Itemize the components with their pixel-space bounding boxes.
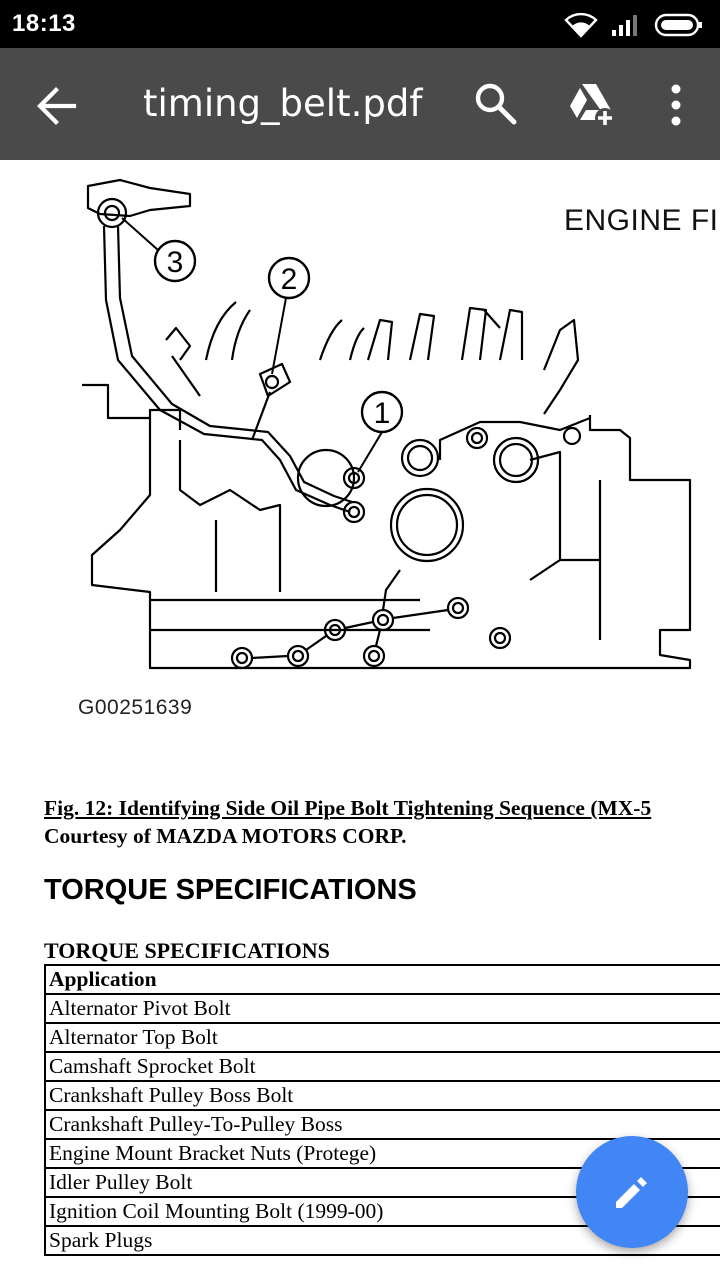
battery-icon	[654, 13, 702, 37]
engine-diagram: 3 2 1	[82, 178, 692, 670]
table-row: Alternator Top Bolt	[44, 1022, 720, 1053]
callout-2: 2	[267, 256, 311, 300]
section-heading: TORQUE SPECIFICATIONS	[44, 874, 417, 906]
document-title: timing_belt.pdf	[143, 82, 423, 125]
edit-pencil-icon	[616, 1177, 647, 1208]
diagram-label: ENGINE FI	[564, 204, 719, 237]
table-header-row: Application	[44, 964, 720, 995]
more-vert-icon[interactable]	[660, 82, 692, 128]
svg-text:3: 3	[167, 246, 184, 279]
table-header-application: Application	[44, 964, 720, 995]
table-row: Alternator Pivot Bolt	[44, 993, 720, 1024]
signal-icon	[612, 15, 637, 36]
drive-add-icon[interactable]	[566, 82, 616, 128]
figure-caption: Fig. 12: Identifying Side Oil Pipe Bolt …	[44, 796, 652, 820]
status-bar: 18:13	[0, 0, 720, 48]
callout-1: 1	[360, 390, 404, 434]
pdf-page[interactable]: 3 2 1 ENGINE FI G00251639 Fig. 12: Ident…	[0, 160, 720, 1280]
table-cell: Crankshaft Pulley Boss Bolt	[44, 1080, 720, 1111]
status-icons	[564, 10, 704, 40]
callout-3: 3	[153, 239, 197, 283]
svg-text:1: 1	[374, 397, 391, 430]
figure-courtesy: Courtesy of MAZDA MOTORS CORP.	[44, 824, 407, 848]
table-cell: Alternator Top Bolt	[44, 1022, 720, 1053]
back-arrow-icon[interactable]	[34, 84, 78, 128]
table-cell: Camshaft Sprocket Bolt	[44, 1051, 720, 1082]
table-cell: Crankshaft Pulley-To-Pulley Boss	[44, 1109, 720, 1140]
wifi-icon	[564, 12, 598, 38]
search-icon[interactable]	[474, 82, 518, 126]
table-row: Camshaft Sprocket Bolt	[44, 1051, 720, 1082]
figure-id: G00251639	[78, 696, 193, 719]
table-row: Crankshaft Pulley Boss Bolt	[44, 1080, 720, 1111]
edit-fab-button[interactable]	[576, 1136, 688, 1248]
app-bar: timing_belt.pdf	[0, 48, 720, 160]
table-row: Crankshaft Pulley-To-Pulley Boss	[44, 1109, 720, 1140]
status-time: 18:13	[12, 10, 76, 37]
table-title: TORQUE SPECIFICATIONS	[44, 938, 330, 963]
svg-text:2: 2	[281, 263, 298, 296]
table-cell: Alternator Pivot Bolt	[44, 993, 720, 1024]
